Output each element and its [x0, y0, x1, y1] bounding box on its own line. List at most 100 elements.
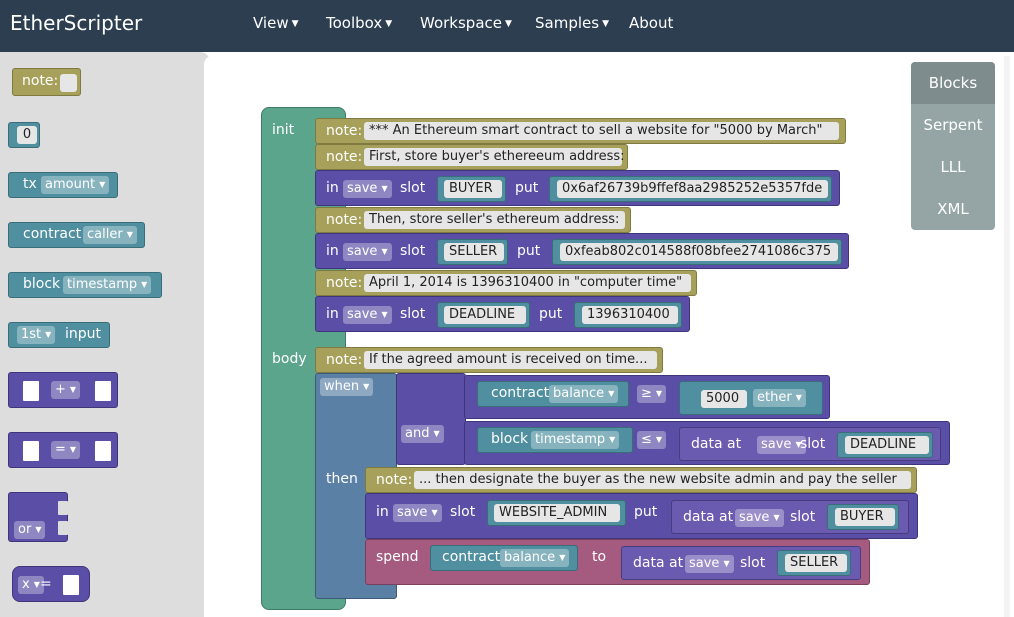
block-label: block [23, 276, 61, 292]
slot-name-field[interactable]: DEADLINE [845, 436, 929, 454]
block-field-dropdown[interactable]: timestamp▼ [63, 276, 152, 294]
tab-lll[interactable]: LLL [940, 158, 966, 176]
save-mode-dropdown[interactable]: save▼ [343, 306, 392, 324]
value-socket[interactable] [63, 575, 79, 595]
note-block-3[interactable]: note: Then, store seller's ethereum addr… [315, 207, 631, 233]
tab-blocks[interactable]: Blocks [911, 62, 995, 104]
note-label: note: [326, 275, 363, 291]
when-mode-dropdown[interactable]: when▼ [320, 378, 374, 396]
right-operand-socket[interactable] [95, 441, 111, 461]
tx-field-dropdown[interactable]: amount▼ [41, 176, 110, 194]
toolbox-assign-block[interactable]: x▼ = [12, 566, 90, 602]
note-text-2[interactable]: First, store buyer's ethereeum address: [364, 148, 625, 166]
slot-name-field[interactable]: SELLER [444, 243, 504, 261]
tx-label: tx [23, 176, 37, 192]
tab-xml[interactable]: XML [937, 200, 969, 218]
slot-name-field[interactable]: SELLER [785, 554, 847, 572]
save-mode-dropdown[interactable]: save▼ [343, 180, 392, 198]
toolbox-number-block[interactable]: 0 [8, 122, 40, 148]
note-text-3[interactable]: Then, store seller's ethereum address: [364, 211, 625, 229]
slot-name-field[interactable]: BUYER [835, 508, 895, 526]
save-mode-dropdown[interactable]: save▼ [343, 243, 392, 261]
note-block-1[interactable]: note: *** An Ethereum smart contract to … [315, 118, 846, 144]
contract-label: contract [442, 549, 501, 565]
save-block-seller[interactable]: in save▼ slot SELLER put 0xfeab802c01458… [315, 233, 849, 269]
data-mode-dropdown[interactable]: save▼ [757, 436, 806, 454]
toolbox-input-block[interactable]: 1st▼ input [8, 322, 110, 348]
equals-operator-dropdown[interactable]: =▼ [51, 441, 81, 459]
unit-value: ether [757, 390, 792, 405]
plus-operator-value: + [55, 382, 66, 397]
deadline-number-field[interactable]: 1396310400 [582, 306, 678, 324]
slot-name-field[interactable]: DEADLINE [444, 306, 526, 324]
contract-property-dropdown[interactable]: balance▼ [549, 385, 619, 403]
amount-field[interactable]: 5000 [701, 390, 747, 408]
note-text-field[interactable] [60, 74, 77, 92]
data-mode-dropdown[interactable]: save▼ [685, 555, 734, 573]
in-label: in [326, 180, 339, 196]
brand-title[interactable]: EtherScripter [10, 11, 143, 35]
save-block-buyer[interactable]: in save▼ slot BUYER put 0x6af26739b9ffef… [315, 170, 840, 206]
menu-about[interactable]: About [629, 14, 673, 32]
variable-dropdown[interactable]: x▼ [18, 576, 44, 594]
note-text-5[interactable]: If the agreed amount is received on time… [364, 351, 657, 369]
vertical-scrollbar[interactable] [1004, 56, 1010, 617]
chevron-down-icon: ▼ [99, 180, 106, 189]
save-mode-dropdown[interactable]: save▼ [393, 504, 442, 522]
toolbox-plus-block[interactable]: +▼ [8, 372, 118, 408]
left-operand-socket[interactable] [23, 441, 39, 461]
contract-balance-block[interactable] [430, 545, 578, 571]
toolbox-tx-block[interactable]: tx amount▼ [8, 172, 118, 198]
compare-timestamp-block[interactable]: block timestamp▼ ≤▼ data at save▼ slot D… [464, 421, 950, 465]
address-field[interactable]: 0xfeab802c014588f08bfee2741086c375 [560, 243, 838, 261]
number-field[interactable]: 0 [17, 126, 37, 144]
toolbox-equals-block[interactable]: =▼ [8, 432, 118, 468]
toolbox-block-block[interactable]: block timestamp▼ [8, 272, 162, 298]
menu-view[interactable]: View▼ [253, 14, 299, 32]
menu-workspace-label: Workspace [420, 14, 502, 32]
compare-balance-block[interactable]: contract balance▼ ≥▼ 5000 ether▼ [464, 375, 830, 419]
and-operator-dropdown[interactable]: and▼ [401, 425, 444, 443]
spend-block[interactable]: spend contract balance▼ to data at save▼… [365, 539, 870, 585]
slot-name-field[interactable]: WEBSITE_ADMIN [494, 504, 620, 522]
note-text-4[interactable]: April 1, 2014 is 1396310400 in "computer… [364, 274, 691, 292]
block-timestamp-block[interactable] [477, 427, 633, 453]
variable-value: x [22, 577, 30, 592]
note-block-5[interactable]: note: If the agreed amount is received o… [315, 347, 663, 373]
note-text-6[interactable]: ... then designate the buyer as the new … [414, 471, 911, 489]
note-block-6[interactable]: note: ... then designate the buyer as th… [365, 467, 917, 493]
block-property-dropdown[interactable]: timestamp▼ [531, 431, 620, 449]
note-text-1[interactable]: *** An Ethereum smart contract to sell a… [364, 122, 839, 140]
toolbox-contract-block[interactable]: contract caller▼ [8, 222, 145, 248]
tab-serpent[interactable]: Serpent [923, 116, 983, 134]
ordinal-dropdown[interactable]: 1st▼ [17, 326, 56, 344]
and-block[interactable]: and▼ [396, 373, 466, 465]
address-field[interactable]: 0x6af26739b9ffef8aa2985252e5357fde [557, 180, 828, 198]
data-mode-dropdown[interactable]: save▼ [735, 509, 784, 527]
right-operand-socket[interactable] [95, 381, 111, 401]
or-operator-value: or [18, 522, 32, 537]
contract-property-dropdown[interactable]: balance▼ [500, 549, 570, 567]
left-operand-socket[interactable] [23, 381, 39, 401]
or-operator-dropdown[interactable]: or▼ [14, 521, 46, 539]
save-block-deadline[interactable]: in save▼ slot DEADLINE put 1396310400 [315, 296, 690, 332]
menu-toolbox[interactable]: Toolbox▼ [326, 14, 392, 32]
tx-field-value: amount [45, 177, 96, 192]
chevron-down-icon: ▼ [69, 445, 77, 454]
toolbox-or-block[interactable]: or▼ [8, 492, 68, 542]
toolbox-note-block[interactable]: note: [12, 68, 81, 96]
lte-operator-dropdown[interactable]: ≤▼ [637, 431, 667, 449]
spend-label: spend [376, 549, 419, 565]
menu-workspace[interactable]: Workspace▼ [420, 14, 512, 32]
note-block-4[interactable]: note: April 1, 2014 is 1396310400 in "co… [315, 270, 697, 296]
menu-toolbox-label: Toolbox [326, 14, 383, 32]
gte-operator-dropdown[interactable]: ≥▼ [637, 385, 667, 403]
slot-name-field[interactable]: BUYER [444, 180, 502, 198]
plus-operator-dropdown[interactable]: +▼ [51, 381, 81, 399]
contract-field-dropdown[interactable]: caller▼ [83, 226, 137, 244]
contract-balance-block[interactable] [477, 381, 629, 407]
menu-samples[interactable]: Samples▼ [535, 14, 609, 32]
unit-dropdown[interactable]: ether▼ [753, 389, 806, 407]
save-block-website-admin[interactable]: in save▼ slot WEBSITE_ADMIN put data at … [365, 493, 918, 539]
note-block-2[interactable]: note: First, store buyer's ethereeum add… [315, 144, 628, 170]
